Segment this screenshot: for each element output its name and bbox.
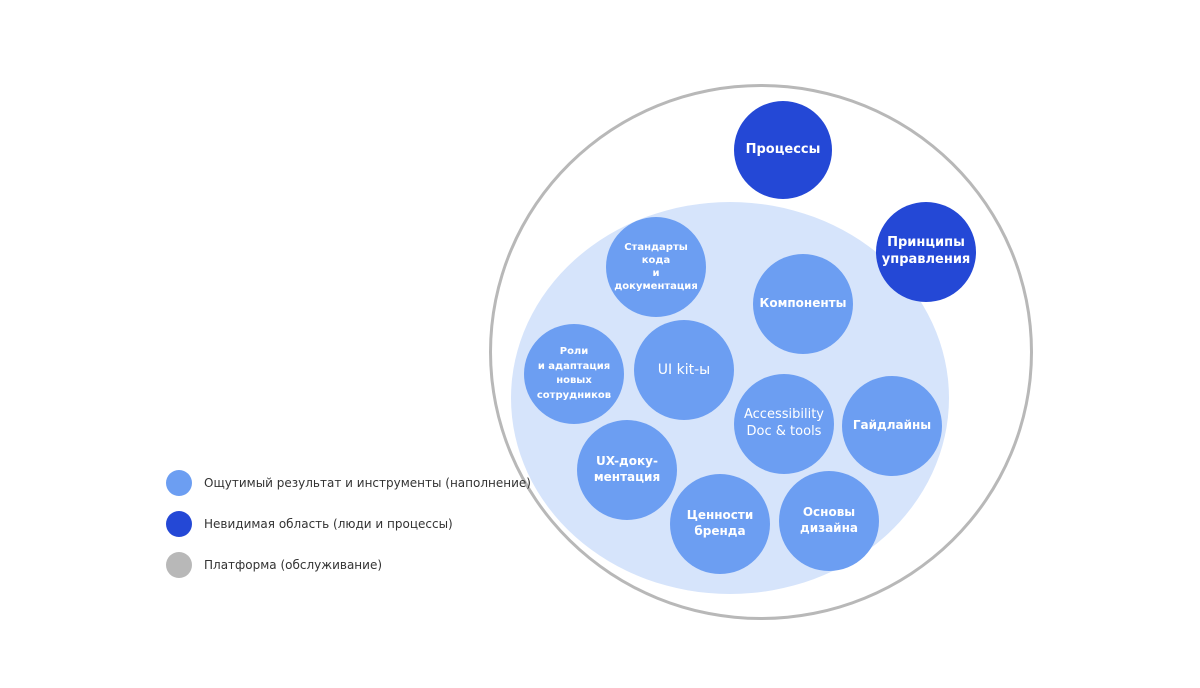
guidelines-bubble: Гайдлайны	[842, 376, 942, 476]
principles-bubble: Принципы управления	[876, 202, 976, 302]
accessibility-bubble: Accessibility Doc & tools	[734, 374, 834, 474]
legend-label-invisible: Невидимая область (люди и процессы)	[204, 517, 453, 531]
uikit-bubble: UI kit-ы	[634, 320, 734, 420]
legend-item-invisible: Невидимая область (люди и процессы)	[166, 511, 531, 537]
roles-bubble: Роли и адаптация новых сотрудников	[524, 324, 624, 424]
legend-label-tangible: Ощутимый результат и инструменты (наполн…	[204, 476, 531, 490]
accessibility-label: Accessibility Doc & tools	[744, 407, 824, 439]
guidelines-label: Гайдлайны	[852, 418, 932, 433]
ux-docs-label: UX-доку- ментация	[593, 454, 661, 484]
design-basics-label: Основы дизайна	[800, 505, 858, 535]
components-label: Компоненты	[759, 296, 847, 311]
brand-values-label: Ценности бренда	[686, 508, 754, 538]
components-bubble: Компоненты	[753, 254, 853, 354]
design-basics-bubble: Основы дизайна	[779, 471, 879, 571]
code-standards-bubble: Стандарты кода и документация	[606, 217, 706, 317]
legend: Ощутимый результат и инструменты (наполн…	[166, 470, 531, 593]
legend-dot-dark	[166, 511, 192, 537]
legend-item-tangible: Ощутимый результат и инструменты (наполн…	[166, 470, 531, 496]
processes-bubble: Процессы	[734, 101, 832, 199]
ux-docs-bubble: UX-доку- ментация	[577, 420, 677, 520]
principles-label: Принципы управления	[881, 235, 971, 267]
legend-dot-gray	[166, 552, 192, 578]
brand-values-bubble: Ценности бренда	[670, 474, 770, 574]
legend-item-platform: Платформа (обслуживание)	[166, 552, 531, 578]
code-standards-label: Стандарты кода и документация	[614, 242, 698, 292]
uikit-label: UI kit-ы	[657, 361, 711, 378]
roles-label: Роли и адаптация новых сотрудников	[536, 346, 612, 401]
legend-dot-light	[166, 470, 192, 496]
legend-label-platform: Платформа (обслуживание)	[204, 558, 383, 572]
processes-label: Процессы	[745, 141, 821, 157]
